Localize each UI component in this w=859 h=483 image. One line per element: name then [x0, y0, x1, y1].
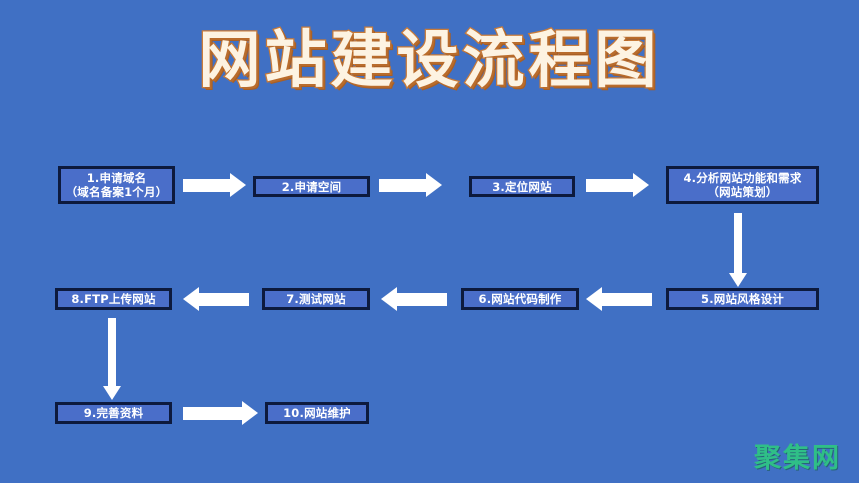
flow-step-10-line1: 10.网站维护 — [283, 406, 351, 420]
arrow-step4-to-step5 — [726, 213, 750, 287]
flow-step-4[interactable]: 4.分析网站功能和需求 （网站策划） — [666, 166, 819, 204]
flow-step-5[interactable]: 5.网站风格设计 — [666, 288, 819, 310]
flow-step-7-line1: 7.测试网站 — [286, 292, 346, 306]
flow-step-10[interactable]: 10.网站维护 — [265, 402, 369, 424]
arrow-step8-to-step9 — [100, 318, 124, 400]
flow-step-6-line1: 6.网站代码制作 — [478, 292, 562, 306]
page-title: 网站建设流程图 — [197, 23, 661, 96]
flow-step-4-line1: 4.分析网站功能和需求 — [683, 171, 802, 185]
site-watermark: 聚集网 — [754, 443, 841, 474]
flow-step-5-line1: 5.网站风格设计 — [701, 292, 784, 306]
flow-step-4-line2: （网站策划） — [707, 185, 778, 199]
flow-step-6[interactable]: 6.网站代码制作 — [461, 288, 579, 310]
flow-step-1-line1: 1.申请域名 — [86, 171, 147, 185]
flow-step-2-line1: 2.申请空间 — [281, 179, 342, 194]
flow-step-1[interactable]: 1.申请域名 （域名备案1个月） — [58, 166, 175, 204]
flow-step-3[interactable]: 3.定位网站 — [469, 176, 575, 197]
flow-step-3-line1: 3.定位网站 — [492, 179, 552, 194]
flow-step-9-line1: 9.完善资料 — [83, 406, 144, 420]
flow-step-7[interactable]: 7.测试网站 — [262, 288, 370, 310]
flow-step-1-line2: （域名备案1个月） — [65, 185, 168, 199]
flow-step-8[interactable]: 8.FTP上传网站 — [55, 288, 172, 310]
flow-step-2[interactable]: 2.申请空间 — [253, 176, 370, 197]
flow-step-9[interactable]: 9.完善资料 — [55, 402, 172, 424]
flow-step-8-line1: 8.FTP上传网站 — [71, 292, 156, 306]
